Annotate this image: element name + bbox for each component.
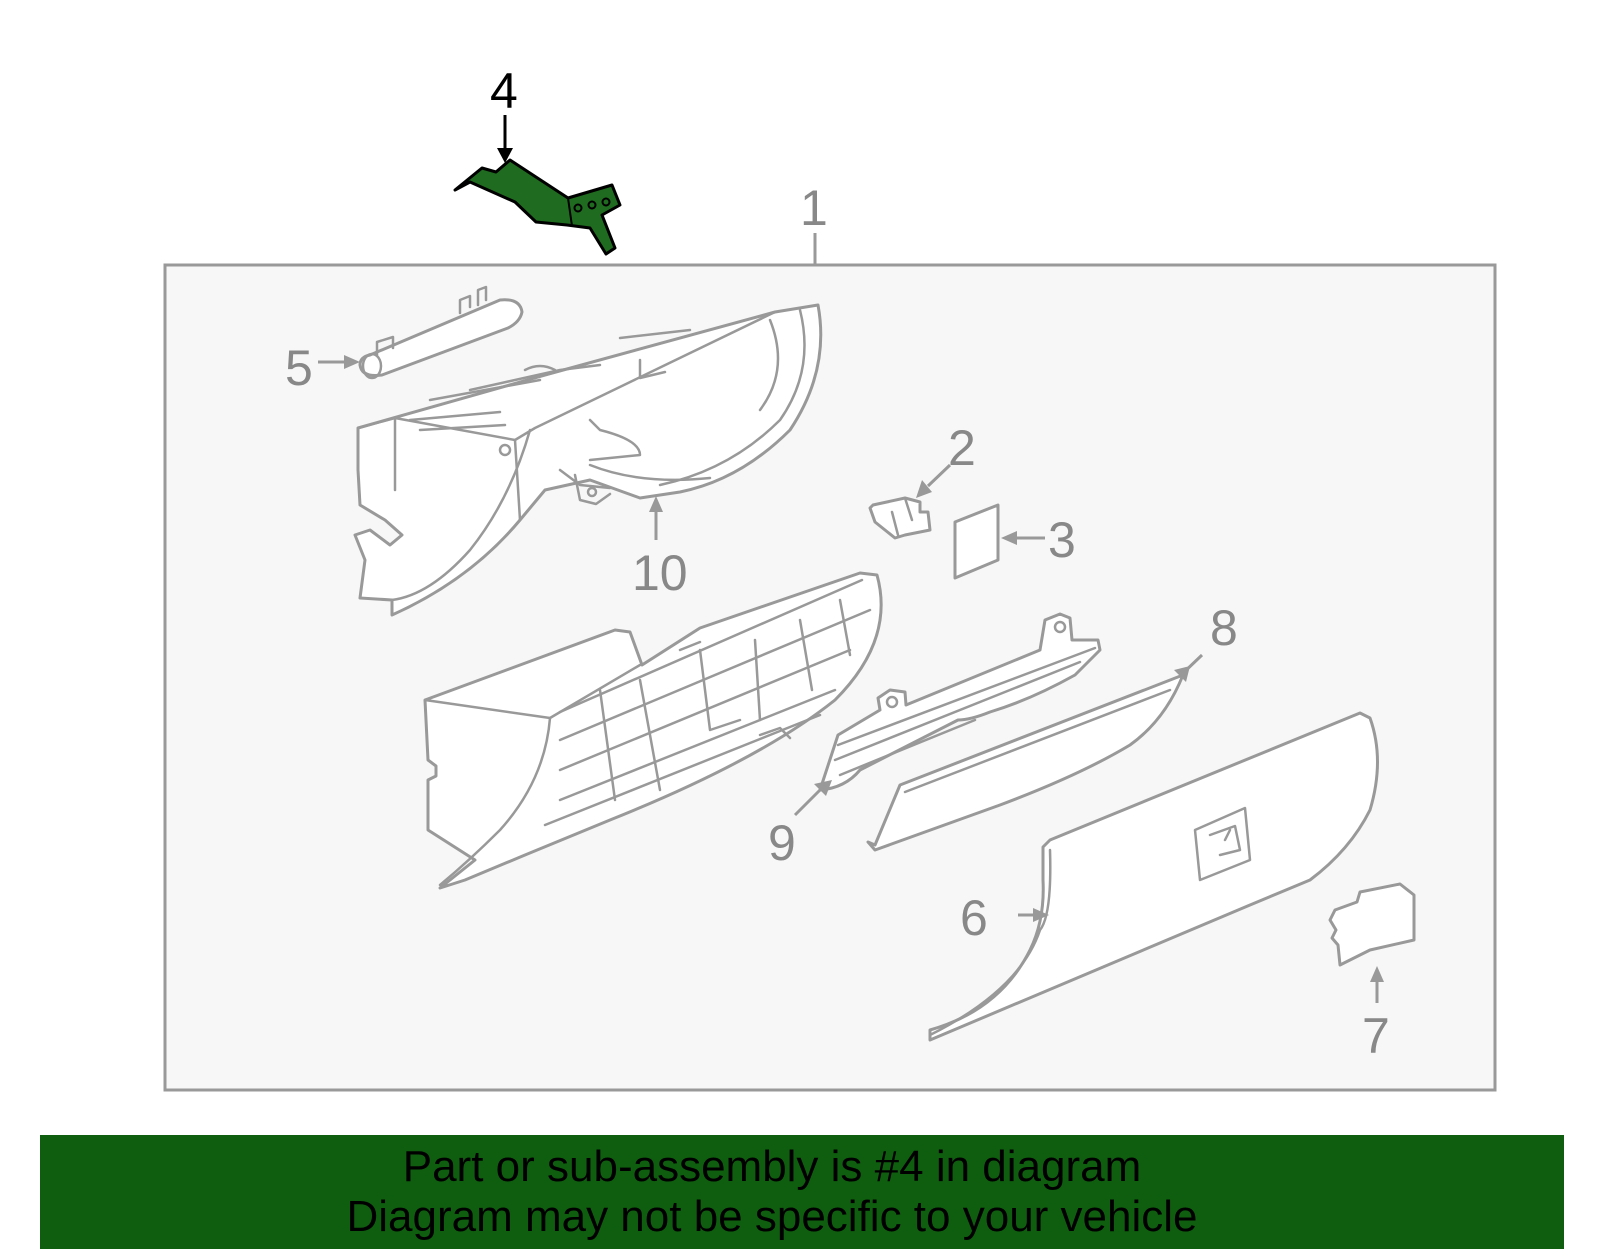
callout-2-leader: [926, 463, 952, 488]
part-6-door: [928, 711, 1379, 1042]
part-2-clip: [868, 496, 932, 540]
part-7-trim-piece: [1328, 882, 1416, 967]
part-5-damper: [358, 285, 524, 380]
callout-1: 1: [800, 180, 828, 236]
callout-4[interactable]: 4: [490, 63, 518, 119]
caption-bar: Part or sub-assembly is #4 in diagram Di…: [40, 1135, 1564, 1249]
callout-9: 9: [768, 815, 796, 871]
part-10-housing: [353, 303, 823, 617]
glove-box-bin: [423, 571, 883, 890]
part-4-bracket[interactable]: [453, 158, 622, 256]
callout-6: 6: [960, 890, 988, 946]
callout-5: 5: [285, 340, 313, 396]
callout-9-leader: [793, 788, 822, 817]
callout-8: 8: [1210, 600, 1238, 656]
caption-line-1: Part or sub-assembly is #4 in diagram: [402, 1142, 1142, 1191]
part-3-pad: [953, 503, 1000, 580]
caption-line-2: Diagram may not be specific to your vehi…: [346, 1192, 1198, 1241]
callout-2: 2: [948, 420, 976, 476]
callout-7: 7: [1362, 1008, 1390, 1064]
part-9-rail: [818, 612, 1102, 792]
callout-3: 3: [1048, 512, 1076, 568]
part-8-trim: [866, 673, 1185, 852]
callout-10: 10: [632, 545, 688, 601]
callout-4-arrowhead: [497, 148, 513, 163]
